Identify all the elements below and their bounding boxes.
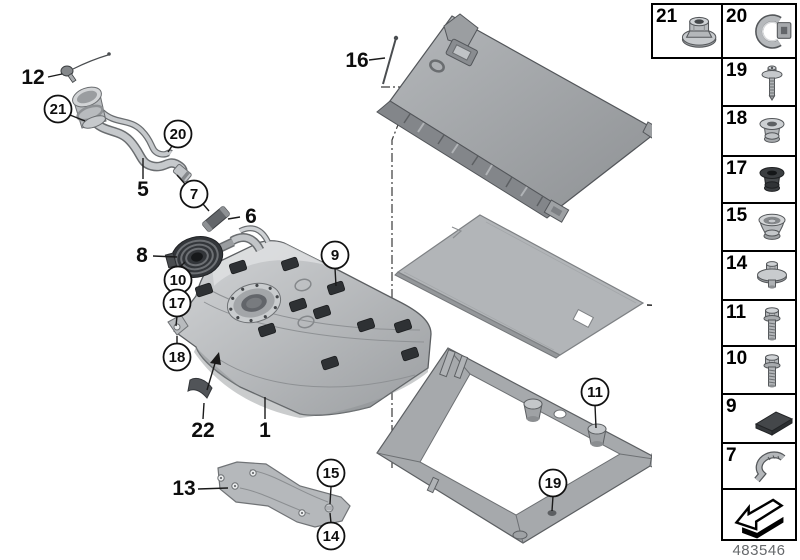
part-number-label: 9 — [726, 396, 737, 417]
back-arrow-cell[interactable] — [721, 488, 797, 541]
callout-10[interactable]: 10 — [163, 265, 193, 295]
svg-text:15: 15 — [323, 465, 340, 482]
part-cover-panel — [376, 13, 652, 223]
part-number-label: 14 — [726, 253, 748, 274]
part-connecting-hose — [201, 205, 231, 233]
callout-20[interactable]: 20 — [163, 119, 193, 149]
tank-rubber-pads — [194, 256, 420, 371]
callout-15[interactable]: 15 — [316, 458, 346, 488]
frame-boss — [523, 398, 543, 422]
callout-1[interactable]: 1 — [259, 419, 271, 442]
parts-table-cell-19[interactable]: 19 — [721, 57, 797, 107]
callout-19[interactable]: 19 — [538, 468, 568, 498]
callout-11[interactable]: 11 — [580, 377, 610, 407]
diagram-number: 483546 — [732, 542, 786, 559]
callout-12[interactable]: 12 — [21, 66, 44, 89]
part-number-label: 21 — [656, 6, 678, 27]
part-number-label: 20 — [726, 6, 748, 27]
grommet-icon — [759, 118, 785, 143]
parts-table-cell-9[interactable]: 9 — [721, 393, 797, 444]
part-retaining-rod — [382, 35, 399, 85]
callout-6[interactable]: 6 — [245, 205, 257, 228]
part-support-frame — [376, 347, 652, 544]
svg-text:11: 11 — [587, 384, 603, 401]
screw-washer-icon — [761, 65, 783, 101]
parts-table-cell-7[interactable]: 7 — [721, 442, 797, 490]
parts-table-cell-20[interactable]: 20 — [721, 3, 797, 59]
svg-text:9: 9 — [331, 247, 339, 264]
parts-table-cell-15[interactable]: 15 — [721, 202, 797, 252]
part-vent-valve — [60, 52, 111, 83]
part-number-label: 18 — [726, 108, 748, 129]
parts-table-cell-18[interactable]: 18 — [721, 105, 797, 157]
parts-table-cell-14[interactable]: 14 — [721, 250, 797, 301]
flanged-nut-icon — [681, 16, 717, 48]
pipe-clip-icon — [755, 14, 792, 49]
callout-13[interactable]: 13 — [172, 477, 195, 500]
part-buffer-strip — [187, 377, 213, 399]
rubber-grommet-icon — [759, 166, 785, 192]
part-shield-bracket — [217, 461, 351, 528]
parts-table-cell-17[interactable]: 17 — [721, 155, 797, 204]
svg-text:7: 7 — [190, 186, 198, 203]
svg-text:20: 20 — [170, 126, 187, 143]
callout-17[interactable]: 17 — [162, 288, 192, 318]
parts-table-cell-10[interactable]: 10 — [721, 345, 797, 395]
callout-16[interactable]: 16 — [345, 49, 368, 72]
hex-bolt-icon — [763, 354, 781, 388]
flange-bolt-icon — [757, 260, 787, 289]
back-arrow-icon — [734, 498, 784, 538]
hose-clamp-icon — [754, 451, 786, 483]
part-insulation-mat — [394, 214, 645, 359]
part-number-label: 19 — [726, 60, 748, 81]
callout-7[interactable]: 7 — [179, 179, 209, 209]
part-number-label: 11 — [726, 302, 747, 323]
part-number-label: 17 — [726, 158, 748, 179]
callout-22[interactable]: 22 — [191, 419, 214, 442]
hex-bolt-icon — [763, 307, 781, 341]
callout-18[interactable]: 18 — [162, 342, 192, 372]
svg-text:19: 19 — [545, 475, 562, 492]
svg-text:17: 17 — [169, 295, 186, 312]
callout-8[interactable]: 8 — [136, 244, 148, 267]
callout-5[interactable]: 5 — [137, 178, 149, 201]
part-number-label: 10 — [726, 348, 748, 369]
part-filler-pipe — [72, 86, 192, 182]
part-number-label: 15 — [726, 205, 748, 226]
svg-text:18: 18 — [169, 349, 186, 366]
svg-text:14: 14 — [323, 528, 340, 545]
svg-text:10: 10 — [170, 272, 187, 289]
adhesive-pad-icon — [754, 410, 794, 436]
svg-text:21: 21 — [50, 101, 67, 118]
part-fuel-tank — [167, 225, 432, 418]
callout-14[interactable]: 14 — [316, 521, 346, 551]
part-number-label: 7 — [726, 445, 737, 466]
leader-lines — [47, 57, 652, 524]
callout-9[interactable]: 9 — [320, 240, 350, 270]
exploded-view-diagram: 12 5 6 8 22 1 13 16 2 3 4 21 20 7 10 17 — [21, 13, 652, 551]
frame-boss — [587, 423, 607, 447]
funnel-grommet-icon — [758, 213, 786, 240]
leader-arrowhead — [210, 352, 221, 365]
parts-table-cell-11[interactable]: 11 — [721, 299, 797, 347]
fuel-pump-flange — [226, 282, 282, 324]
callout-21[interactable]: 21 — [43, 94, 73, 124]
bracket-holes — [217, 469, 334, 517]
parts-table-cell-21[interactable]: 21 — [651, 3, 723, 59]
